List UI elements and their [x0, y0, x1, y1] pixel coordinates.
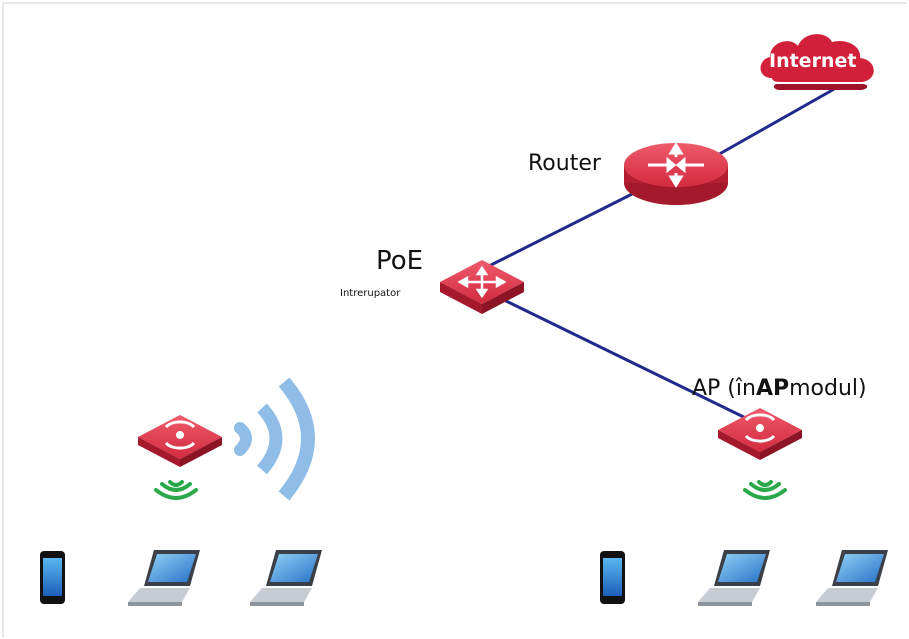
link-switch-ap [499, 296, 761, 427]
router-label: Router [528, 151, 601, 176]
wireless-waves-icon [234, 377, 315, 501]
laptop-icon [250, 550, 322, 606]
switch-label: Intrerupator [340, 288, 401, 299]
laptop-icon [128, 550, 200, 606]
access-point-icon [138, 415, 222, 467]
ap-label-suffix: modul) [789, 376, 867, 401]
ap-label: AP (înAPmodul) [692, 378, 867, 400]
link-internet-router [699, 86, 837, 167]
smartphone-icon [600, 551, 625, 604]
internet-label: Internet [769, 50, 857, 72]
wifi-signal-icon [743, 480, 787, 500]
laptop-icon [698, 550, 770, 606]
wifi-signal-icon [154, 480, 198, 500]
cloud-icon [760, 34, 874, 90]
switch-icon [440, 260, 524, 314]
smartphone-icon [40, 551, 65, 604]
ap-label-bold: AP [755, 376, 790, 401]
ap-label-prefix: AP (în [692, 376, 756, 401]
router-icon [624, 142, 728, 205]
poe-label: PoE [376, 246, 424, 276]
laptop-icon [816, 550, 888, 606]
access-point-icon [718, 408, 802, 460]
link-router-switch [484, 188, 641, 270]
